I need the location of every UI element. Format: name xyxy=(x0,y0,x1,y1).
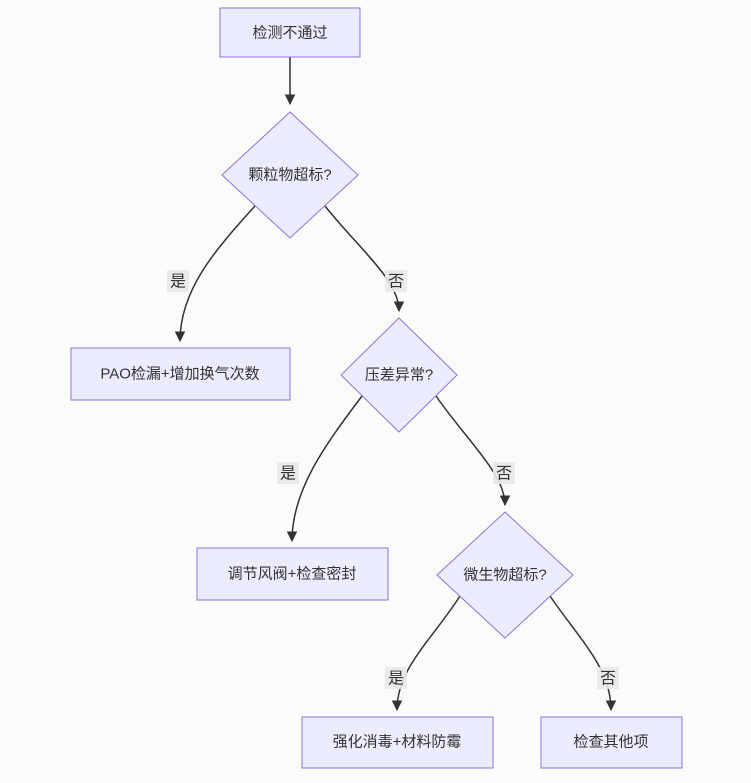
node-pao-action: PAO检漏+增加换气次数 xyxy=(70,347,291,401)
edge-particle-no xyxy=(324,205,405,313)
node-other-action-label: 检查其他项 xyxy=(573,734,648,751)
edge-label-bg xyxy=(493,462,515,484)
edge-label-no-1: 否 xyxy=(388,274,404,291)
decision-microbe-shape xyxy=(436,511,574,639)
node-valve-action-label: 调节风阀+检查密封 xyxy=(228,566,357,583)
node-start-shape xyxy=(219,7,361,58)
node-start-label: 检测不通过 xyxy=(252,25,327,42)
edge-labels-layer: 是 否 是 否 是 否 xyxy=(167,270,619,689)
node-pao-action-shape xyxy=(70,347,291,401)
node-other-action-shape xyxy=(540,716,683,769)
decision-particulate-label: 颗粒物超标? xyxy=(248,167,331,184)
edges-layer xyxy=(174,57,617,712)
edge-microbe-yes xyxy=(391,595,461,712)
node-disinfect-action: 强化消毒+材料防霉 xyxy=(301,716,494,769)
node-valve-action-shape xyxy=(196,547,389,601)
edge-label-bg xyxy=(385,270,407,292)
node-disinfect-action-label: 强化消毒+材料防霉 xyxy=(333,734,462,751)
edge-label-no-2: 否 xyxy=(496,466,512,483)
decision-microbe-label: 微生物超标? xyxy=(463,567,546,584)
node-start: 检测不通过 xyxy=(219,7,361,58)
decision-pressure-label: 压差异常? xyxy=(365,367,433,384)
edge-particle-yes xyxy=(174,205,256,343)
edge-label-bg xyxy=(277,462,299,484)
edge-pressure-no xyxy=(435,395,511,507)
nodes-layer: 检测不通过 颗粒物超标? PAO检漏+增加换气次数 压差异常? 调节风阀+检查密… xyxy=(70,7,683,769)
edge-pressure-yes xyxy=(286,395,363,543)
decision-particulate: 颗粒物超标? xyxy=(221,111,359,239)
edge-label-bg xyxy=(167,270,189,292)
node-disinfect-action-shape xyxy=(301,716,494,769)
decision-pressure-shape xyxy=(340,317,458,433)
edge-label-bg xyxy=(597,667,619,689)
edge-label-yes-1: 是 xyxy=(170,274,186,291)
node-other-action: 检查其他项 xyxy=(540,716,683,769)
edge-label-bg xyxy=(385,667,407,689)
node-pao-action-label: PAO检漏+增加换气次数 xyxy=(100,366,259,383)
edge-label-yes-3: 是 xyxy=(388,671,404,688)
decision-pressure: 压差异常? xyxy=(340,317,458,433)
decision-particulate-shape xyxy=(221,111,359,239)
decision-microbe: 微生物超标? xyxy=(436,511,574,639)
edge-microbe-no xyxy=(549,595,617,712)
node-valve-action: 调节风阀+检查密封 xyxy=(196,547,389,601)
edge-label-no-3: 否 xyxy=(600,671,616,688)
edge-label-yes-2: 是 xyxy=(280,466,296,483)
